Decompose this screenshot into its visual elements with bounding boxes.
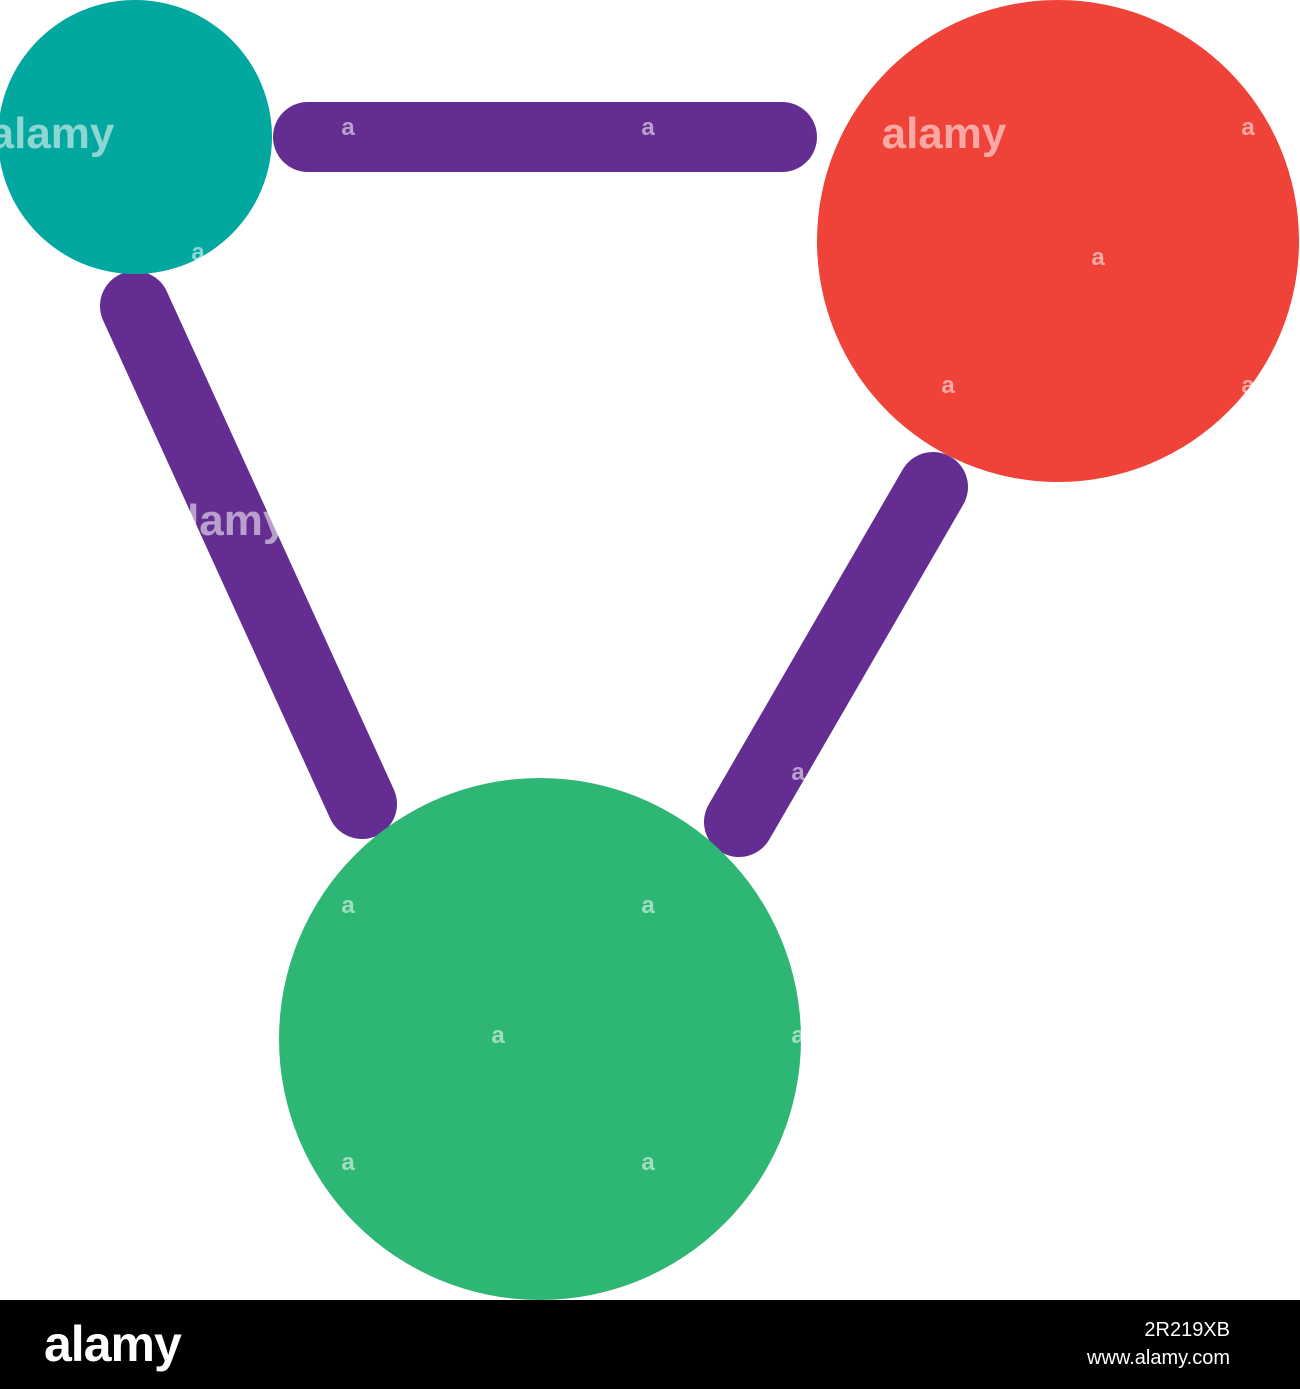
- alamy-logo: alamy: [44, 1316, 182, 1372]
- watermark-glyph: a: [791, 1022, 805, 1049]
- network-diagram: alamy alamy alamy a a a a a a a a a a a …: [0, 0, 1299, 1300]
- watermark-logo: alamy: [163, 496, 288, 545]
- footer-meta: 2R219XB www.alamy.com: [1087, 1316, 1230, 1372]
- connector-red-green: [704, 452, 968, 857]
- watermark: alamy alamy alamy a a a a a a a a a a a …: [0, 109, 1255, 1176]
- watermark-glyph: a: [491, 1022, 505, 1049]
- connector-teal-green: [100, 271, 397, 839]
- green-node: [279, 778, 801, 1300]
- watermark-glyph: a: [791, 759, 805, 786]
- watermark-glyph: a: [941, 372, 955, 399]
- watermark-glyph: a: [641, 114, 655, 141]
- watermark-glyph: a: [641, 892, 655, 919]
- watermark-glyph: a: [1091, 244, 1105, 271]
- teal-node: [0, 0, 272, 274]
- watermark-glyph: a: [1241, 114, 1255, 141]
- watermark-glyph: a: [341, 1149, 355, 1176]
- watermark-glyph: a: [341, 114, 355, 141]
- watermark-logo: alamy: [882, 109, 1007, 158]
- watermark-glyph: a: [1241, 372, 1255, 399]
- watermark-glyph: a: [641, 1149, 655, 1176]
- watermark-logo: alamy: [0, 109, 115, 158]
- image-id: 2R219XB: [1144, 1319, 1230, 1341]
- red-node: [817, 0, 1299, 482]
- site-url: www.alamy.com: [1087, 1347, 1230, 1369]
- watermark-glyph: a: [191, 239, 205, 266]
- stock-footer-bar: alamy 2R219XB www.alamy.com: [0, 1300, 1300, 1389]
- diagram-canvas: alamy alamy alamy a a a a a a a a a a a …: [0, 0, 1300, 1300]
- watermark-glyph: a: [341, 892, 355, 919]
